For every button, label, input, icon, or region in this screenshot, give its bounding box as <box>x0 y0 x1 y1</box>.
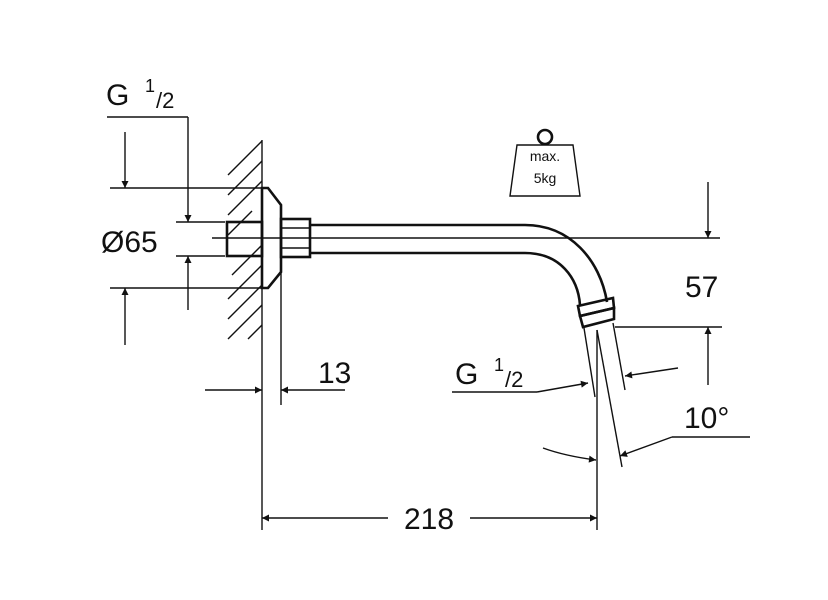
thread-right-label: G <box>455 358 478 391</box>
thread-left-label: G <box>106 79 129 112</box>
wall-offset-dimension: 13 <box>205 272 351 405</box>
diameter-label: Ø65 <box>101 226 158 259</box>
drop-height-label: 57 <box>685 271 718 304</box>
fraction-num: 1 <box>494 355 504 375</box>
weight-icon: max. 5kg <box>509 128 581 197</box>
wall-offset-label: 13 <box>318 357 351 390</box>
shower-arm-pipe <box>310 223 626 398</box>
angle-dimension: 10° <box>542 402 750 463</box>
weight-value-label: 5kg <box>534 170 557 186</box>
diameter-dimension: Ø65 <box>101 132 262 345</box>
length-dimension: 218 <box>262 503 597 536</box>
thread-left-dimension: G 1 /2 <box>106 76 225 310</box>
wall <box>227 140 263 530</box>
angle-label: 10° <box>684 402 729 435</box>
length-label: 218 <box>404 503 454 536</box>
wall-hatching <box>227 140 263 340</box>
drop-height-dimension: 57 <box>615 182 722 385</box>
thread-right-dimension: G 1 /2 <box>452 355 679 393</box>
fraction-den: /2 <box>505 367 523 392</box>
fraction-den: /2 <box>156 88 174 113</box>
fraction-num: 1 <box>145 76 155 96</box>
weight-max-label: max. <box>530 148 560 164</box>
